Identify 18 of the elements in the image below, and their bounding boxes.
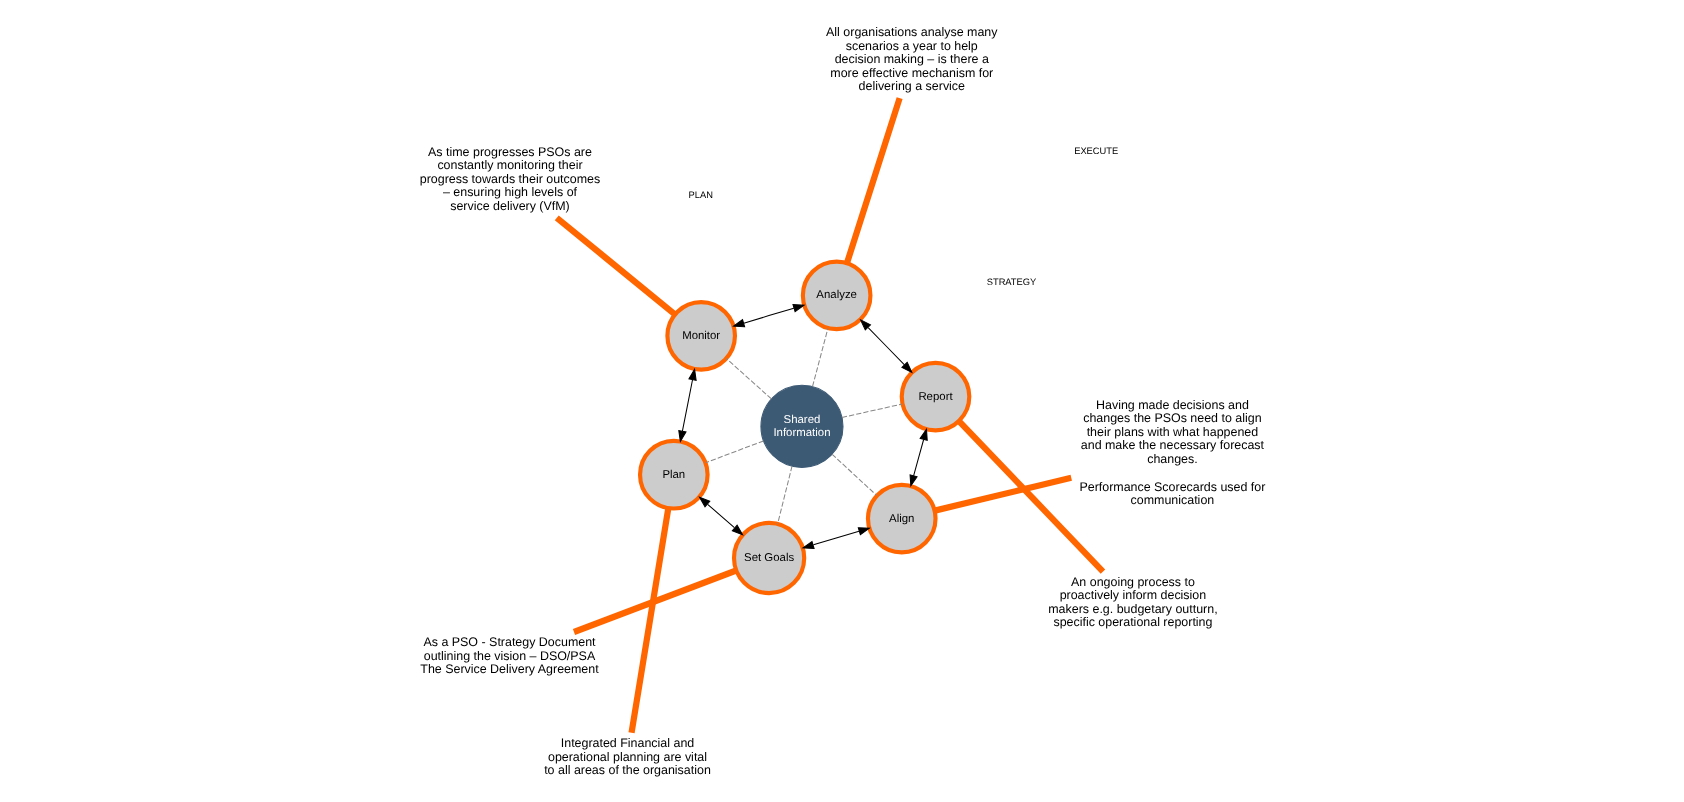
arrow (859, 317, 913, 373)
connector (777, 464, 793, 524)
arrow (909, 426, 928, 487)
connector (841, 402, 903, 417)
connector (934, 473, 1072, 513)
arrow (801, 526, 871, 548)
connector (956, 417, 1106, 573)
connector (844, 96, 903, 263)
arrow (678, 366, 697, 442)
arrow (698, 495, 744, 535)
connector (554, 214, 677, 316)
connector (831, 452, 878, 495)
connector (812, 326, 829, 386)
connector (705, 439, 765, 463)
connector (725, 356, 772, 399)
arrow (732, 303, 806, 327)
connector (628, 506, 672, 733)
connector (572, 566, 738, 634)
